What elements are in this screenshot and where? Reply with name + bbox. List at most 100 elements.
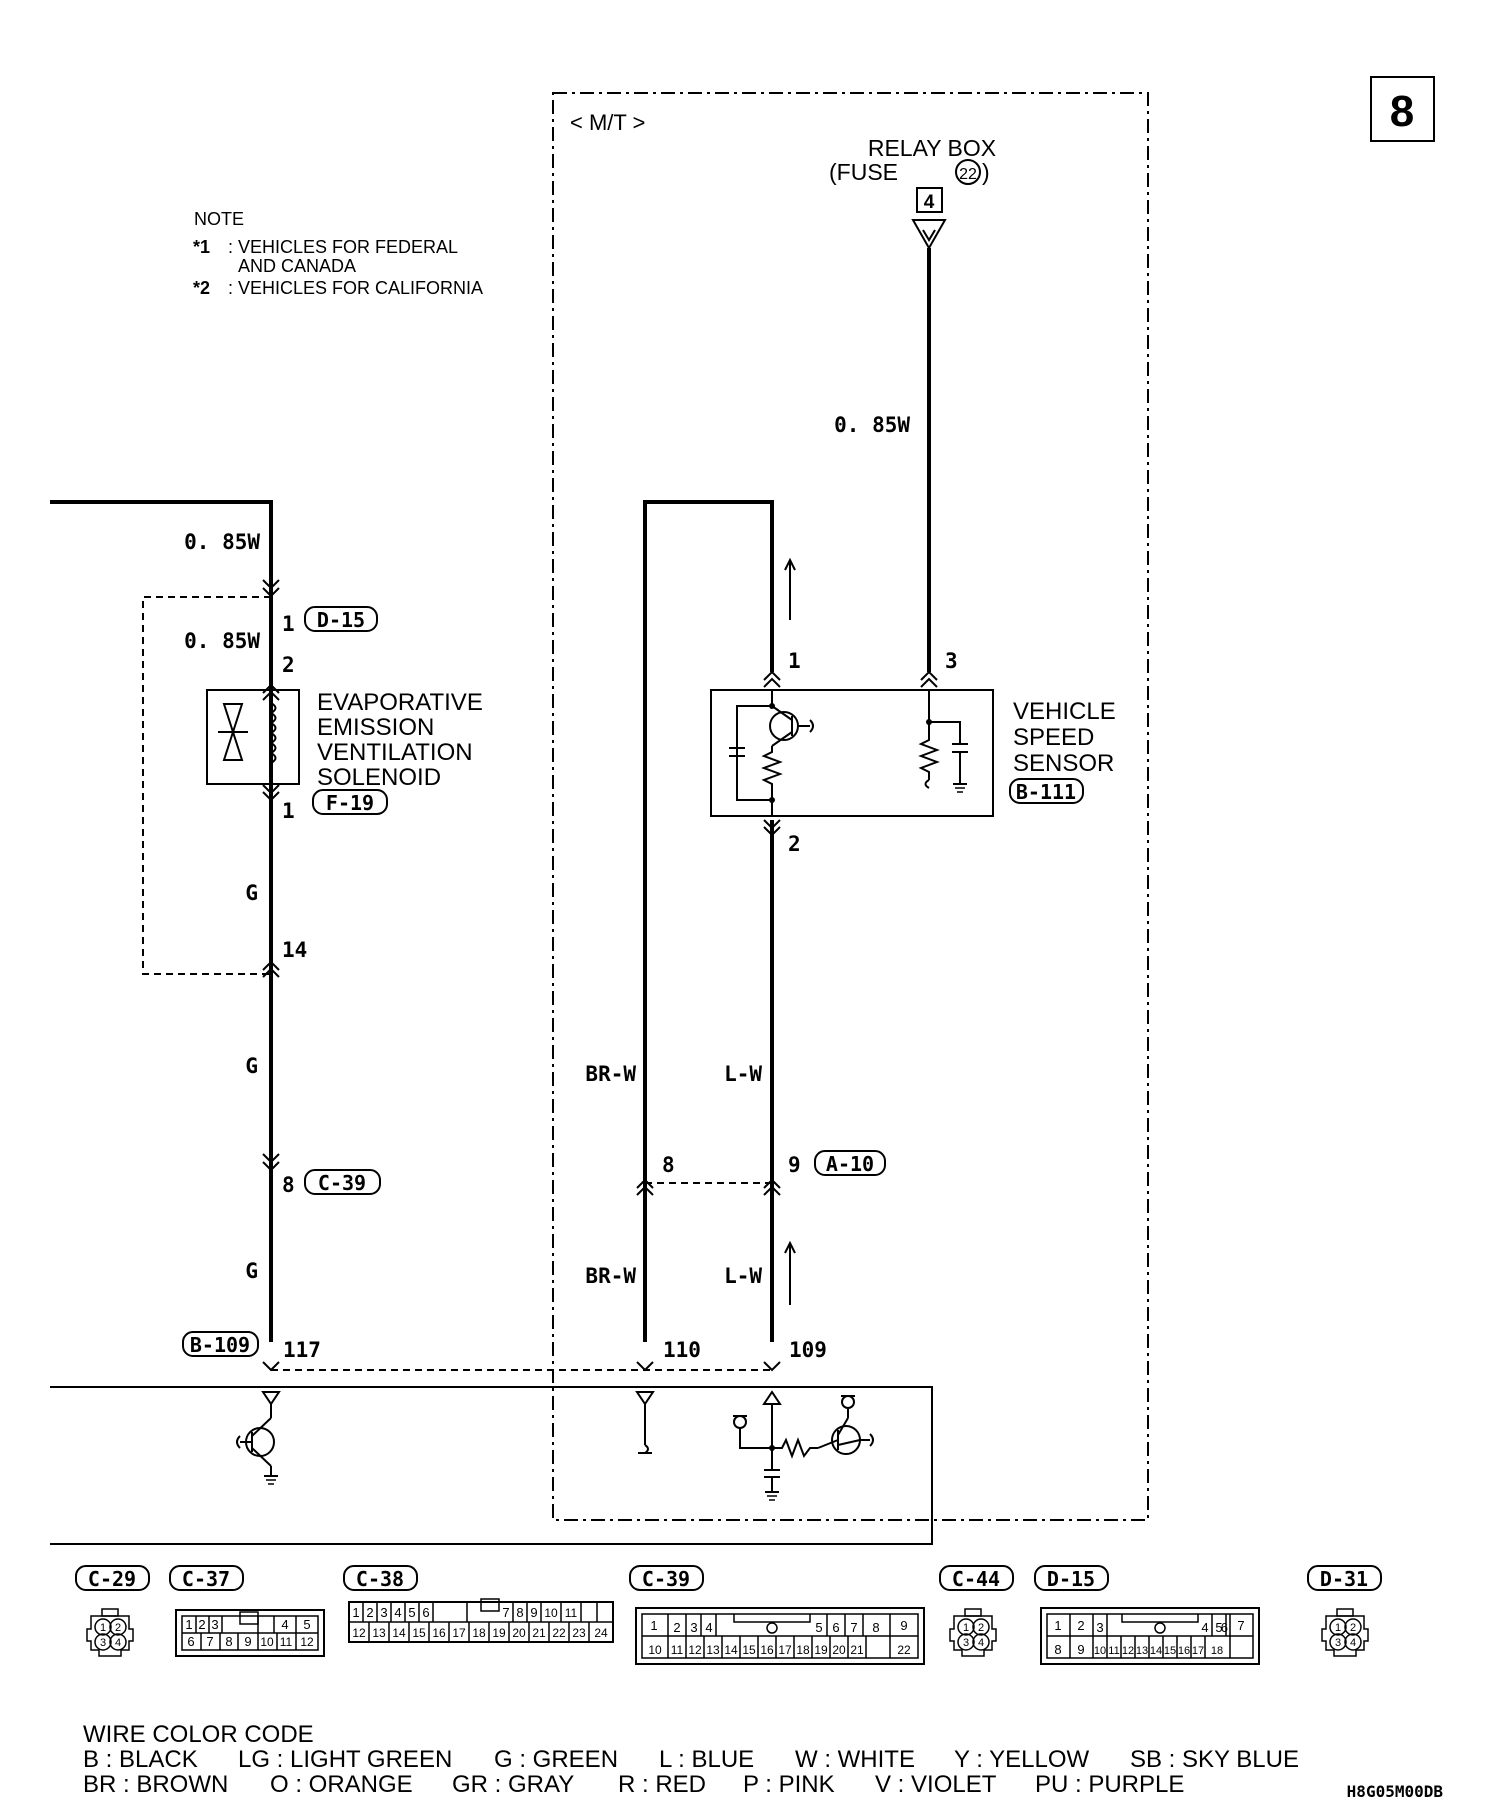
relay-box-title: RELAY BOX xyxy=(868,135,996,161)
grid-connector-d15: 1 2 3 4 5 6 7 8 9 10 11 12 13 14 15 16 1… xyxy=(1040,1607,1260,1665)
note-title: NOTE xyxy=(194,209,244,229)
svg-text:10: 10 xyxy=(260,1635,274,1649)
svg-text:PU : PURPLE: PU : PURPLE xyxy=(1035,1771,1184,1798)
svg-text:23: 23 xyxy=(572,1626,586,1640)
svg-text:8: 8 xyxy=(1054,1642,1061,1657)
wire-label-brw-lower: BR-W xyxy=(585,1264,636,1288)
svg-text:4: 4 xyxy=(1201,1620,1208,1635)
svg-text:P : PINK: P : PINK xyxy=(743,1771,835,1798)
round-connector-c44: 1 2 3 4 xyxy=(949,1608,997,1657)
svg-text:16: 16 xyxy=(1178,1645,1190,1657)
svg-text:BR : BROWN: BR : BROWN xyxy=(83,1771,228,1798)
vss-pin-2: 2 xyxy=(788,832,801,856)
svg-text:22: 22 xyxy=(552,1626,566,1640)
svg-text:3: 3 xyxy=(211,1617,218,1632)
svg-text:5: 5 xyxy=(815,1620,822,1635)
svg-text:17: 17 xyxy=(452,1626,466,1640)
vss-label-2: SPEED xyxy=(1013,724,1094,751)
signal-arrows xyxy=(784,557,796,1305)
option-dashed-loop xyxy=(142,596,271,975)
svg-text:B : BLACK: B : BLACK xyxy=(83,1746,198,1773)
svg-text:7: 7 xyxy=(850,1620,857,1635)
d15-id: D-15 xyxy=(317,608,365,632)
svg-text:13: 13 xyxy=(372,1626,386,1640)
svg-text:21: 21 xyxy=(850,1643,864,1657)
svg-text:5: 5 xyxy=(408,1605,415,1620)
svg-text:12: 12 xyxy=(300,1635,314,1649)
vss-box xyxy=(710,689,994,817)
svg-text:1: 1 xyxy=(100,1622,106,1634)
relay-box: RELAY BOX (FUSE 22 ) 4 xyxy=(829,135,996,251)
vss-label-1: VEHICLE xyxy=(1013,698,1116,725)
note-text-1b: AND CANADA xyxy=(238,256,356,276)
svg-text:3: 3 xyxy=(1096,1620,1103,1635)
svg-text:Y : YELLOW: Y : YELLOW xyxy=(954,1746,1090,1773)
svg-text:4: 4 xyxy=(1350,1637,1356,1649)
relay-box-fuse-prefix: (FUSE xyxy=(829,159,898,185)
b109-pin-110: 110 xyxy=(663,1338,701,1362)
svg-text:2: 2 xyxy=(978,1622,984,1634)
solenoid-pin-bottom: 1 xyxy=(282,799,295,823)
svg-text:1: 1 xyxy=(185,1617,192,1632)
svg-text:R : RED: R : RED xyxy=(618,1771,706,1798)
svg-text:11: 11 xyxy=(280,1635,293,1649)
view-d15-id: D-15 xyxy=(1047,1567,1095,1591)
evap-solenoid-wire xyxy=(50,500,273,1342)
svg-text:13: 13 xyxy=(706,1643,720,1657)
fuse-number-circle xyxy=(955,159,981,185)
valve-icon xyxy=(222,703,244,761)
wire-color-legend: WIRE COLOR CODE B : BLACK LG : LIGHT GRE… xyxy=(83,1721,1443,1801)
svg-text:2: 2 xyxy=(198,1617,205,1632)
svg-text:4: 4 xyxy=(394,1605,401,1620)
legend-title: WIRE COLOR CODE xyxy=(83,1721,314,1748)
note-text-2: : VEHICLES FOR CALIFORNIA xyxy=(228,278,483,298)
transistor-icon xyxy=(769,711,799,741)
svg-text:9: 9 xyxy=(900,1618,907,1633)
svg-text:10: 10 xyxy=(544,1606,558,1620)
svg-text:2: 2 xyxy=(115,1622,121,1634)
svg-text:8: 8 xyxy=(872,1620,879,1635)
svg-text:1: 1 xyxy=(650,1618,657,1633)
svg-text:17: 17 xyxy=(778,1643,792,1657)
svg-text:W : WHITE: W : WHITE xyxy=(795,1746,915,1773)
evap-solenoid: 2 1 F-19 EVAPORATIVE EMISSION VENTILATIO… xyxy=(206,653,483,823)
relay-box-fuse-suffix: ) xyxy=(982,159,990,185)
wire-label-g3: G xyxy=(245,1259,258,1283)
solenoid-connector: F-19 xyxy=(326,791,374,815)
svg-text:11: 11 xyxy=(671,1643,684,1657)
view-c29-id: C-29 xyxy=(88,1567,136,1591)
svg-text:17: 17 xyxy=(1192,1645,1204,1657)
svg-text:18: 18 xyxy=(1211,1645,1223,1657)
wire-label-lw-lower: L-W xyxy=(724,1264,762,1288)
connector-b109: B-109 117 110 109 xyxy=(182,1331,827,1372)
d15-pin: 1 xyxy=(282,612,295,636)
solenoid-box xyxy=(206,689,300,785)
svg-text:14: 14 xyxy=(724,1643,738,1657)
svg-text:11: 11 xyxy=(1108,1645,1119,1657)
svg-text:7: 7 xyxy=(206,1634,213,1649)
b109-pin-109: 109 xyxy=(789,1338,827,1362)
svg-text:1: 1 xyxy=(352,1605,359,1620)
svg-text:LG : LIGHT GREEN: LG : LIGHT GREEN xyxy=(238,1746,452,1773)
a10-id: A-10 xyxy=(826,1152,874,1176)
junction-14: 14 xyxy=(262,938,307,978)
wire-labels: 0. 85W 0. 85W 0. 85W G G G BR-W BR-W L-W… xyxy=(184,413,910,1288)
svg-text:10: 10 xyxy=(648,1643,662,1657)
svg-text:2: 2 xyxy=(1350,1622,1356,1634)
svg-text:2: 2 xyxy=(1077,1618,1084,1633)
wire-label-brw-upper: BR-W xyxy=(585,1062,636,1086)
svg-text:14: 14 xyxy=(1150,1645,1162,1657)
svg-text:GR : GRAY: GR : GRAY xyxy=(452,1771,574,1798)
vehicle-speed-sensor: 1 3 2 VEHICLE SPEED SENSOR xyxy=(710,649,1116,856)
svg-text:24: 24 xyxy=(594,1626,608,1640)
svg-text:V : VIOLET: V : VIOLET xyxy=(875,1771,997,1798)
wire-label-relay-feed: 0. 85W xyxy=(834,413,910,437)
wires xyxy=(50,248,931,1342)
b109-pin-117: 117 xyxy=(283,1338,321,1362)
round-connector-d31: 1 2 3 4 xyxy=(1321,1608,1369,1657)
relay-terminal-symbol xyxy=(911,219,947,251)
svg-text:18: 18 xyxy=(472,1626,486,1640)
grid-connector-c39: 1 2 3 4 5 6 7 8 9 10 11 12 13 14 15 16 1… xyxy=(635,1607,925,1665)
page-number-box: 8 xyxy=(1370,76,1435,142)
svg-text:6: 6 xyxy=(187,1634,194,1649)
